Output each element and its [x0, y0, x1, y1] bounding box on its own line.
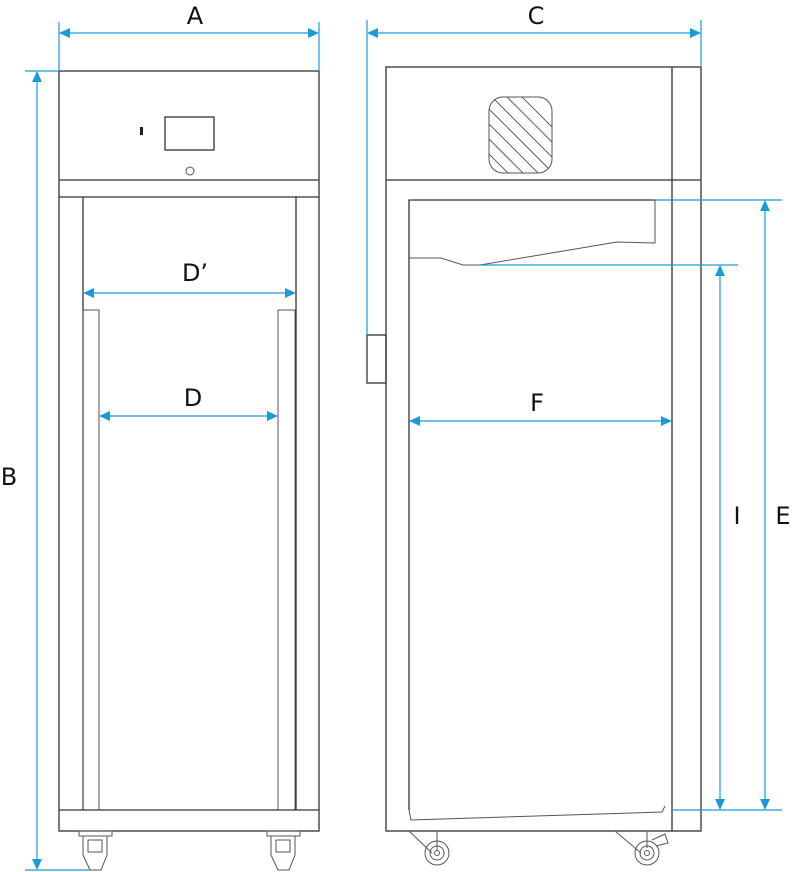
caster-right: [266, 830, 301, 871]
caster-side-rear: [614, 830, 669, 866]
door-frame-left: [82, 309, 100, 811]
dimension-lines: [25, 20, 782, 871]
label-b: B: [1, 463, 17, 491]
indicator-led: [140, 127, 143, 135]
control-display: [164, 116, 215, 151]
lock-icon: [185, 166, 195, 176]
label-c: C: [528, 2, 545, 30]
vent-grille: [488, 96, 553, 174]
caster-side-front: [408, 830, 450, 866]
label-d-prime: D’: [182, 259, 208, 287]
front-outline: [58, 70, 320, 832]
door-frame-right: [277, 309, 296, 811]
label-a: A: [187, 2, 204, 30]
label-i: I: [733, 502, 740, 530]
door-handle: [366, 334, 387, 384]
front-view: [58, 70, 320, 871]
caster-left: [78, 830, 113, 871]
label-e: E: [775, 502, 790, 530]
label-f: F: [530, 389, 544, 417]
side-view: [366, 66, 702, 866]
label-d: D: [184, 384, 202, 412]
side-outline: [385, 66, 702, 832]
